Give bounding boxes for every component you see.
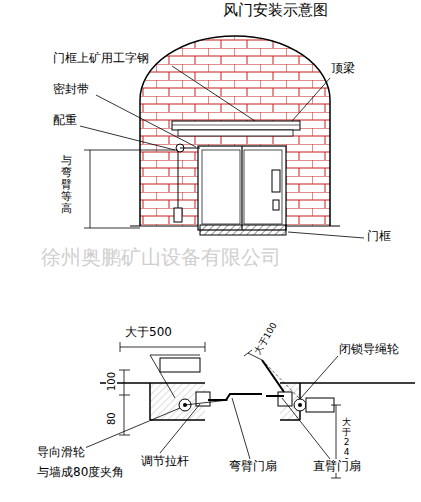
part-label: 门框 [366,229,392,243]
dimension-label: 80 [106,411,117,426]
part-label: 弯臂门扇 [228,460,278,474]
part-label: 导向滑轮 [36,445,86,459]
part-label: 调节拉杆 [140,455,190,469]
part-label: 闭锁导绳轮 [338,343,400,357]
part-label: 与墙成80度夹角 [36,465,125,479]
dimension-label: 大于100 [252,320,280,357]
part-label: 密封带 [52,82,90,96]
part-label: 直臂门扇 [312,459,362,473]
watermark: 徐州奥鹏矿山设备有限公司 [40,245,282,269]
watermark: 徐州奥鹏矿山设备有限公司 [40,246,282,269]
part-label: 直臂门扇 [312,460,362,474]
part-label: 门框上矿用工字钢 [52,51,150,65]
dimension-label: 大于100 [252,320,279,357]
dimension-label: 与弯臂等高 [60,155,73,215]
part-label: 调节拉杆 [140,454,190,468]
dimension-label: 80 [106,411,118,426]
part-label: 闭锁导绳轮 [338,342,400,356]
dimension-label: 大于500 [124,325,173,339]
part-label: 配重 [52,113,78,127]
part-label: 弯臂门扇 [228,459,278,473]
diagram-title: 风门安装示意图 [222,1,329,19]
part-label: 配重 [52,114,78,128]
part-label: 与墙成80度夹角 [36,466,125,480]
part-label: 顶梁 [330,61,356,75]
diagram-title: 风门安装示意图 [222,2,329,19]
dimension-label: 与弯臂等高 [60,155,73,215]
dimension-label: 大于500 [124,326,173,340]
part-label: 门框 [366,230,392,244]
part-label: 门框上矿用工字钢 [52,52,150,66]
part-label: 密封带 [52,83,90,97]
part-label: 导向滑轮 [36,446,86,460]
part-label: 顶梁 [330,62,356,76]
dimension-label: 100 [106,371,117,392]
dimension-label: 100 [106,371,118,392]
